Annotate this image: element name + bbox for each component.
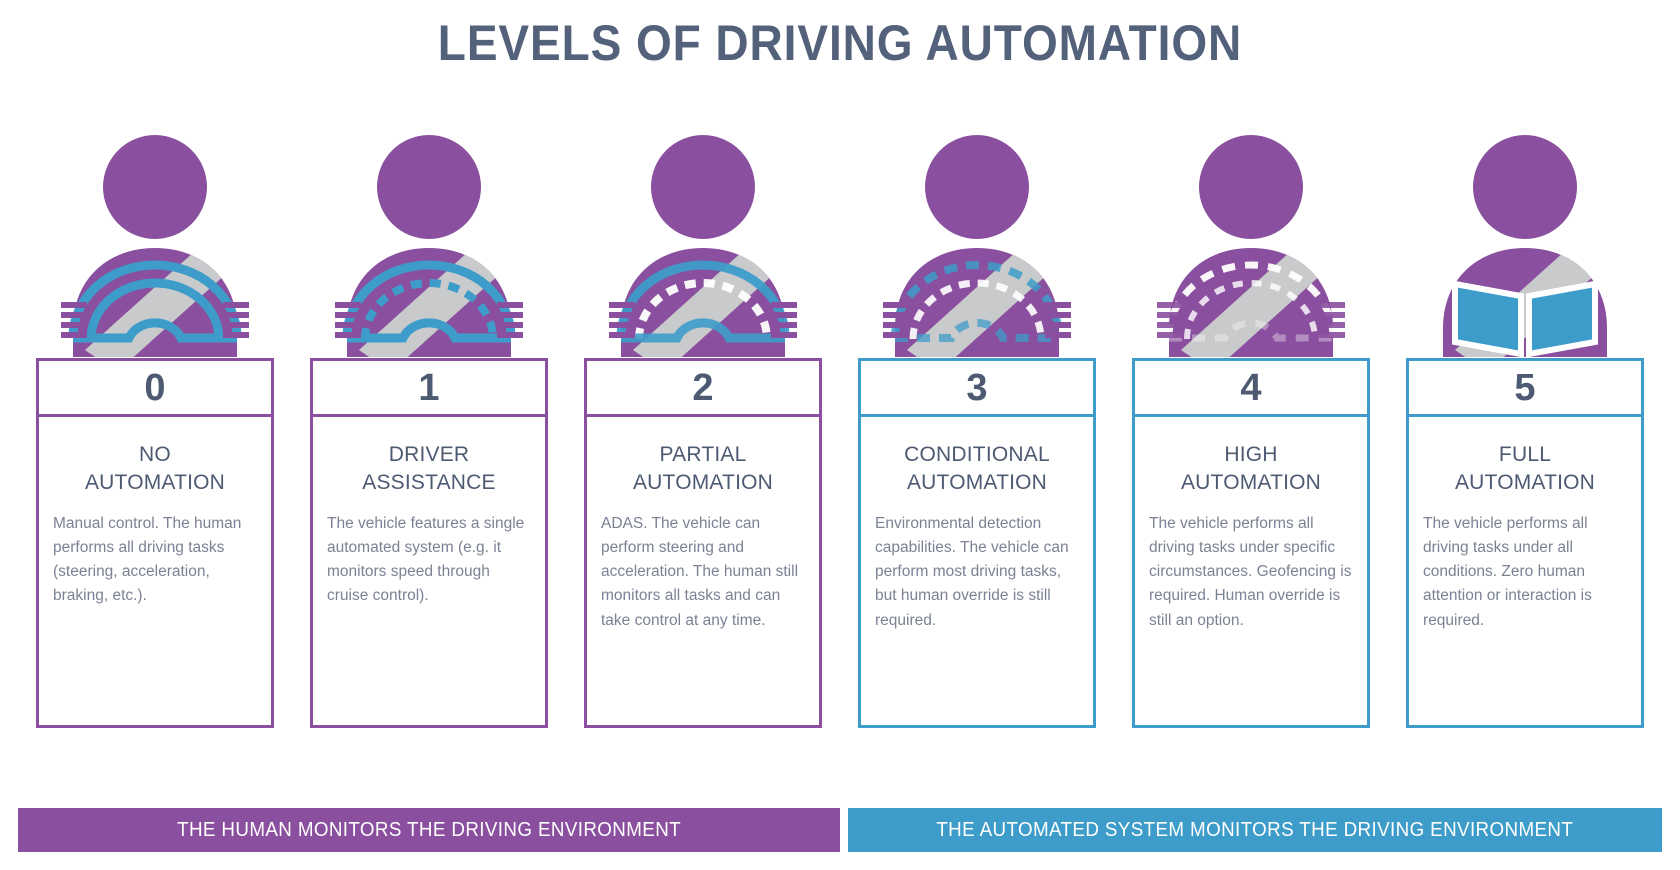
level-number-2: 2 [587, 361, 819, 417]
driver-partly-dashed-steering-wheel-icon [609, 135, 797, 357]
driver-hands [609, 302, 797, 338]
level-card-body: NO AUTOMATION Manual control. The human p… [39, 417, 271, 725]
driver-solid-steering-wheel-icon [61, 135, 249, 357]
level-card-slot-0: 0 NO AUTOMATION Manual control. The human … [18, 358, 292, 728]
steering-wheel-hub [621, 318, 785, 343]
driver-solid-rim-dashed-inner-steering-wheel-icon [335, 135, 523, 357]
level-description-2: ADAS. The vehicle can perform steering a… [601, 515, 799, 629]
driver-icon-cell-4 [1114, 132, 1388, 357]
driver-dashed-steering-wheel-icon [883, 135, 1071, 357]
driver-faint-dashed-steering-wheel-icon [1157, 135, 1345, 357]
level-card-row: 0 NO AUTOMATION Manual control. The human … [18, 358, 1662, 728]
steering-wheel-hub [73, 318, 237, 343]
driver-icon-cell-2 [566, 132, 840, 357]
steering-wheel-inner-arc [86, 278, 224, 340]
driver-head [651, 135, 755, 239]
driver-reading-book-icon [1443, 135, 1607, 357]
page-title: LEVELS OF DRIVING AUTOMATION [437, 15, 1243, 71]
level-card-body: DRIVER ASSISTANCE The vehicle features a … [313, 417, 545, 725]
level-name-0: NO AUTOMATION [84, 443, 226, 494]
driver-icon-row [18, 132, 1662, 357]
driver-head [1199, 135, 1303, 239]
driver-hands [61, 302, 249, 338]
steering-wheel-inner-arc [361, 279, 497, 340]
footer-automated-monitors: THE AUTOMATED SYSTEM MONITORS THE DRIVIN… [848, 808, 1662, 852]
footer-human-monitors: THE HUMAN MONITORS THE DRIVING ENVIRONME… [18, 808, 840, 852]
level-number-5: 5 [1409, 361, 1641, 417]
driver-hands [1157, 302, 1345, 338]
level-name-3: CONDITIONAL AUTOMATION [904, 443, 1050, 494]
level-name-1: DRIVER ASSISTANCE [362, 443, 496, 494]
driver-head [103, 135, 207, 239]
level-description-3: Environmental detection capabilities. Th… [875, 515, 1069, 629]
level-card-body: FULL AUTOMATION The vehicle performs all … [1409, 417, 1641, 725]
level-name-5: FULL AUTOMATION [1454, 443, 1596, 494]
steering-wheel-inner-arc [635, 279, 771, 340]
level-card-body: CONDITIONAL AUTOMATION Environmental dete… [861, 417, 1093, 725]
steering-wheel-inner-arc [909, 279, 1045, 340]
driver-icon-cell-3 [840, 132, 1114, 357]
driver-hands [335, 302, 523, 338]
driver-icon-cell-5 [1388, 132, 1662, 357]
level-description-0: Manual control. The human performs all d… [53, 515, 242, 605]
driver-hands [883, 302, 1071, 338]
level-number-0: 0 [39, 361, 271, 417]
level-card-body: PARTIAL AUTOMATION ADAS. The vehicle can … [587, 417, 819, 725]
steering-wheel-hub [347, 318, 511, 343]
level-card-0[interactable]: 0 NO AUTOMATION Manual control. The human … [36, 358, 274, 728]
level-name-2: PARTIAL AUTOMATION [632, 443, 774, 494]
level-description-1: The vehicle features a single automated … [327, 515, 525, 605]
driver-head [925, 135, 1029, 239]
level-number-3: 3 [861, 361, 1093, 417]
level-number-1: 1 [313, 361, 545, 417]
driver-head [1473, 135, 1577, 239]
steering-wheel-hub [895, 318, 1059, 342]
open-book-icon [1452, 280, 1598, 357]
footer-automated-label: THE AUTOMATED SYSTEM MONITORS THE DRIVIN… [936, 818, 1574, 841]
driver-icon-cell-0 [18, 132, 292, 357]
steering-wheel-inner-arc [1184, 280, 1318, 340]
level-description-5: The vehicle performs all driving tasks u… [1423, 515, 1592, 629]
driver-head [377, 135, 481, 239]
level-card-body: HIGH AUTOMATION The vehicle performs all … [1135, 417, 1367, 725]
level-name-4: HIGH AUTOMATION [1180, 443, 1322, 494]
footer-human-label: THE HUMAN MONITORS THE DRIVING ENVIRONME… [177, 818, 681, 841]
level-description-4: The vehicle performs all driving tasks u… [1149, 515, 1352, 629]
driver-icon-cell-1 [292, 132, 566, 357]
level-number-4: 4 [1135, 361, 1367, 417]
footer-bars: THE HUMAN MONITORS THE DRIVING ENVIRONME… [18, 808, 1662, 852]
